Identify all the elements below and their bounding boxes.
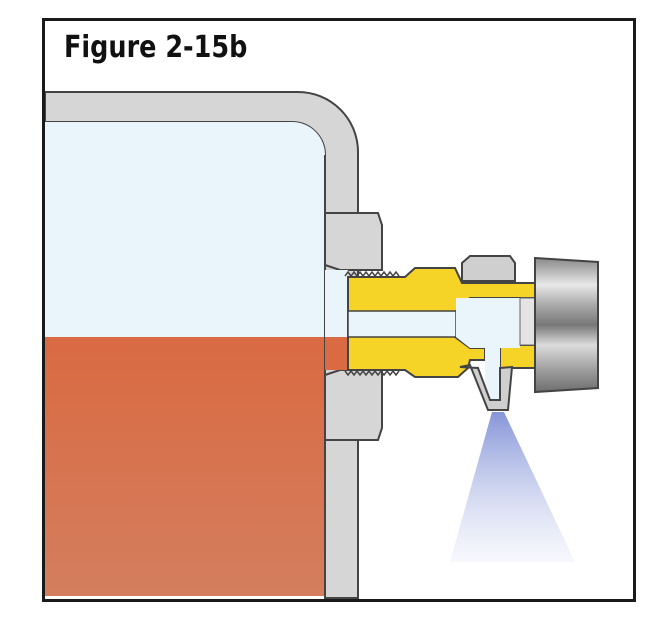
liquid [45,337,325,596]
figure-frame [42,18,636,602]
cap-nut [461,255,516,282]
vapor-space [45,122,325,337]
wall-coupling-top [324,212,383,271]
adjustment-knob[interactable] [534,256,599,394]
spray-cone [450,412,575,562]
figure-title: Figure 2-15b [64,30,248,65]
nozzle-tip [459,363,514,411]
